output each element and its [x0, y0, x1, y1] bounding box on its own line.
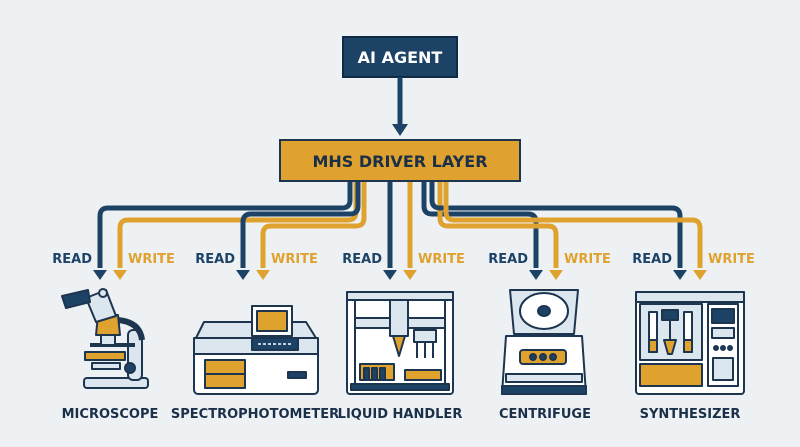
- ai-agent-label: AI AGENT: [358, 48, 443, 67]
- read-label: READ: [195, 252, 235, 267]
- read-connection: [429, 182, 683, 268]
- read-arrow-head: [529, 270, 543, 280]
- agent-to-driver-arrow: [392, 77, 408, 136]
- read-write-labels: READ WRITE READ WRITE READ WRITE READ WRITE READ…: [52, 252, 755, 267]
- instrument-name: SPECTROPHOTOMETER: [171, 407, 339, 422]
- read-label: READ: [632, 252, 672, 267]
- driver-layer-node: MHS DRIVER LAYER: [279, 139, 521, 182]
- read-connection: [240, 182, 361, 268]
- instrument-name: MICROSCOPE: [62, 407, 159, 422]
- write-label: WRITE: [708, 252, 755, 267]
- centrifuge-icon: [501, 289, 587, 395]
- write-label: WRITE: [128, 252, 175, 267]
- read-arrow-head: [673, 270, 687, 280]
- write-arrow-head: [693, 270, 707, 280]
- instrument-name: SYNTHESIZER: [640, 407, 741, 422]
- write-arrow-head: [549, 270, 563, 280]
- driver-layer-label: MHS DRIVER LAYER: [312, 152, 487, 171]
- read-label: READ: [52, 252, 92, 267]
- synthesizer-icon: [635, 291, 745, 395]
- write-arrow-head: [256, 270, 270, 280]
- spectrophotometer-icon: [193, 305, 319, 395]
- read-arrow-head: [236, 270, 250, 280]
- instrument-name: CENTRIFUGE: [499, 407, 591, 422]
- write-arrow-head: [403, 270, 417, 280]
- read-arrow-head: [93, 270, 107, 280]
- read-arrow-head: [383, 270, 397, 280]
- write-label: WRITE: [418, 252, 465, 267]
- instrument-name: LIQUID HANDLER: [338, 407, 463, 422]
- read-write-connections: [93, 182, 707, 280]
- write-label: WRITE: [564, 252, 611, 267]
- write-connection: [443, 182, 703, 268]
- write-connection: [260, 182, 367, 268]
- read-connection: [97, 182, 353, 268]
- write-arrow-head: [113, 270, 127, 280]
- microscope-icon: [61, 288, 149, 389]
- ai-agent-node: AI AGENT: [342, 36, 458, 78]
- write-connection: [437, 182, 559, 268]
- liquid-handler-icon: [346, 291, 454, 395]
- read-label: READ: [342, 252, 382, 267]
- write-label: WRITE: [271, 252, 318, 267]
- read-label: READ: [488, 252, 528, 267]
